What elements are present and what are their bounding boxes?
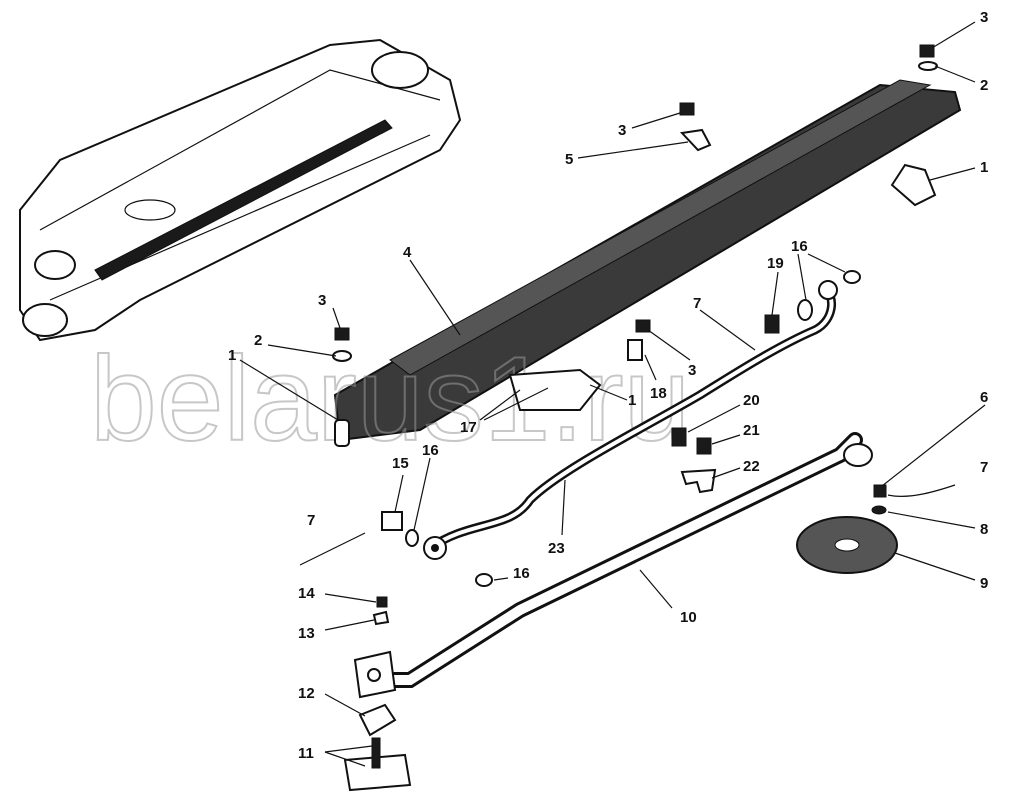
callout-20: 20 — [743, 392, 760, 409]
callout-3: 3 — [688, 362, 696, 379]
callout-22: 22 — [743, 458, 760, 475]
strainer-disc — [796, 516, 898, 574]
callout-labels: 3 2 1 3 5 4 16 19 7 3 2 1 18 3 1 17 20 2… — [228, 9, 988, 762]
leader-lines — [239, 21, 986, 767]
callout-5: 5 — [565, 151, 573, 168]
crankcase-housing — [19, 38, 462, 342]
callout-12: 12 — [298, 685, 315, 702]
callout-21: 21 — [743, 422, 760, 439]
callout-16: 16 — [513, 565, 530, 582]
callout-7: 7 — [980, 459, 988, 476]
callout-1: 1 — [228, 347, 236, 364]
callout-2: 2 — [254, 332, 262, 349]
small-parts — [299, 44, 956, 792]
callout-17: 17 — [460, 419, 477, 436]
callout-14: 14 — [298, 585, 315, 602]
callout-1: 1 — [980, 159, 988, 176]
callout-10: 10 — [680, 609, 697, 626]
callout-4: 4 — [403, 244, 412, 261]
oil-pipe-23 — [423, 280, 838, 560]
callout-16: 16 — [791, 238, 808, 255]
callout-19: 19 — [767, 255, 784, 272]
callout-3: 3 — [318, 292, 326, 309]
callout-7: 7 — [693, 295, 701, 312]
callout-16: 16 — [422, 442, 439, 459]
callout-23: 23 — [548, 540, 565, 557]
callout-7: 7 — [307, 512, 315, 529]
callout-6: 6 — [980, 389, 988, 406]
callout-15: 15 — [392, 455, 409, 472]
callout-9: 9 — [980, 575, 988, 592]
callout-1: 1 — [628, 392, 636, 409]
callout-13: 13 — [298, 625, 315, 642]
callout-18: 18 — [650, 385, 667, 402]
callout-2: 2 — [980, 77, 988, 94]
callout-11: 11 — [298, 745, 314, 762]
callout-3: 3 — [980, 9, 988, 26]
callout-8: 8 — [980, 521, 988, 538]
watermark: belarus1.ru — [90, 332, 690, 466]
oil-intake-pipe-10 — [353, 432, 873, 699]
callout-3: 3 — [618, 122, 626, 139]
